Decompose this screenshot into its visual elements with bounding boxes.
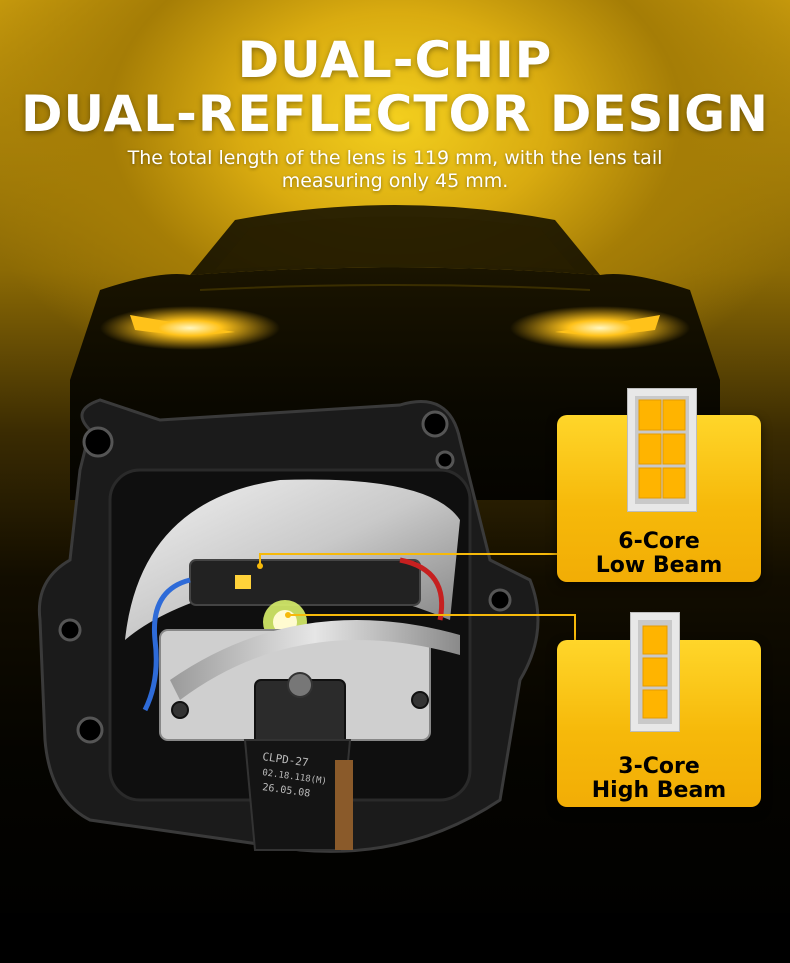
low-beam-core-count: 6-Core bbox=[618, 529, 700, 554]
headline-line-2: DUAL-REFLECTOR DESIGN bbox=[20, 85, 770, 143]
mount-hole bbox=[82, 426, 114, 458]
mount-hole bbox=[76, 716, 104, 744]
subtitle: The total length of the lens is 119 mm, … bbox=[70, 147, 720, 193]
three-core-chip-icon bbox=[630, 612, 680, 732]
mount-hole bbox=[421, 410, 449, 438]
mount-hole bbox=[435, 450, 455, 470]
high-beam-core-count: 3-Core bbox=[618, 754, 700, 779]
bi-led-lens-assembly: CLPD-27 02.18.118(M) 26.05.08 bbox=[37, 398, 540, 853]
high-beam-label: 3-Core High Beam bbox=[557, 755, 761, 803]
subtitle-line-1: The total length of the lens is 119 mm, … bbox=[127, 147, 663, 169]
headline-line-1: DUAL-CHIP bbox=[237, 31, 553, 89]
bottom-fade bbox=[0, 880, 790, 963]
subtitle-line-2: measuring only 45 mm. bbox=[281, 170, 509, 192]
mount-hole bbox=[58, 618, 82, 642]
high-beam-name: High Beam bbox=[591, 778, 727, 803]
motor-label-line-1: CLPD-27 bbox=[262, 750, 310, 769]
low-beam-label: 6-Core Low Beam bbox=[557, 530, 761, 578]
mount-hole bbox=[488, 588, 512, 612]
six-core-chip-icon bbox=[627, 388, 697, 512]
low-beam-name: Low Beam bbox=[595, 553, 723, 578]
